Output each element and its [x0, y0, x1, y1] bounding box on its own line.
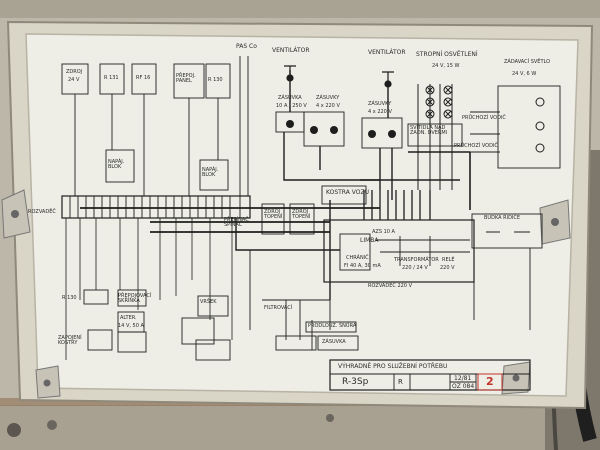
label-ventilator-2: VENTILÁTOR: [368, 49, 406, 56]
screw-icon: [7, 414, 334, 437]
label-zasuvka: ZÁSUVKA: [278, 95, 302, 101]
label-azs: AZS 10 A: [372, 229, 395, 235]
label-zadavaci: ZÁDAVACÍ SVĚTLO: [504, 59, 551, 65]
label-vrsek: VRŠEK: [200, 299, 217, 305]
label-prepinac: PŘEPÍNAČ SPÍNAČ: [224, 217, 249, 228]
label-napaj-blok-1: NAPÁJ. BLOK: [108, 159, 125, 170]
label-rozvadec-220: ROZVADĚČ 220 V: [368, 283, 412, 289]
label-filtrovaci: FILTROVACÍ: [264, 305, 293, 311]
label-budka: BUDKA ŘIDIČE: [484, 215, 521, 221]
label-transformator-spec: 220 / 24 V: [402, 265, 428, 271]
circuit-lines: [61, 56, 561, 391]
label-rele-spec: 220 V: [440, 265, 455, 271]
label-transformator: TRANSFORMÁTOR: [394, 257, 439, 263]
label-prodlouzovaci: PRODLOUŽ. ŠŇŮRA: [308, 323, 357, 329]
label-zasuvky-1-spec: 4 x 220 V: [316, 103, 340, 109]
label-limba: LIMBA: [360, 237, 379, 244]
label-zadavaci-spec: 24 V, 6 W: [512, 71, 537, 77]
label-zasuvky-2-spec: 4 x 220 V: [368, 109, 392, 115]
stamp-box: [477, 373, 503, 391]
label-rele: RELÉ: [442, 257, 455, 263]
label-r131: R 131: [104, 75, 119, 81]
label-alter: ALTER.: [120, 315, 137, 321]
label-zasuvky-2: ZÁSUVKY: [368, 101, 392, 107]
label-stropni: STROPNÍ OSVĚTLENÍ: [416, 51, 478, 58]
label-r130: R 130: [208, 77, 223, 83]
screw-icon: [539, 199, 571, 245]
plate-note: VÝHRADNĚ PRO SLUŽEBNÍ POTŘEBU: [338, 363, 448, 370]
label-zasuvky-1: ZÁSUVKY: [316, 95, 340, 101]
label-napaj-blok-2: NAPÁJ. BLOK: [202, 167, 219, 178]
screw-icon: [1, 189, 31, 239]
label-prepoj-panel: PŘEPOJ. PANEL: [176, 73, 196, 84]
plate-number: 2: [486, 375, 494, 388]
label-chranic: CHRÁNIČ: [346, 255, 369, 261]
label-zasuvka-2: ZÁSUVKA: [322, 339, 346, 345]
plate-date: 12/81: [454, 375, 472, 382]
label-zdroj-topeni-1: ZDROJ TOPENÍ: [264, 209, 283, 220]
bottom-edge: [0, 405, 600, 450]
plate-class: R: [398, 378, 403, 386]
top-edge: [0, 0, 600, 18]
plate-code: OZ 084: [452, 383, 475, 390]
label-svitidla: SVÍTIDLA NAD ZADN. DVEŘMI: [410, 125, 448, 136]
label-rozvadec: ROZVADĚČ: [28, 209, 56, 215]
label-pruchozi-1: PRŮCHOZÍ VODIČ: [462, 115, 506, 121]
label-ventilator-1: VENTILÁTOR: [272, 47, 310, 54]
label-prepojovaci: PŘEPOJOVACÍ SKŘÍŇKA: [118, 293, 152, 304]
label-zapojeni-kostra: ZAPOJENÍ KOSTRY: [58, 335, 82, 346]
label-zdroj-topeni-2: ZDROJ TOPENÍ: [292, 209, 311, 220]
label-kostra: KOSTRA VOZU: [326, 189, 369, 196]
label-rf16: RF 16: [136, 75, 151, 81]
socket-icon: [286, 120, 396, 138]
label-chranic-spec: FI 40 A, 30 mA: [344, 263, 381, 269]
label-zdroj: ZDROJ: [66, 69, 83, 75]
plate-model: R-3Sp: [342, 377, 369, 387]
fan-icon: [284, 65, 394, 88]
screw-icon: [35, 365, 61, 399]
label-alter-spec: 14 V, 50 A: [118, 323, 144, 329]
lamp-icon: [425, 85, 545, 153]
label-r130-kostra: R 130: [62, 295, 77, 301]
screw-icon: [501, 361, 531, 395]
label-pas: PAS Co: [236, 43, 257, 50]
label-zdroj-spec: 24 V: [68, 77, 80, 83]
label-pruchozi-2: PRŮCHOZÍ VODIČ: [454, 143, 498, 149]
label-zasuvka-spec: 10 A / 250 V: [276, 103, 307, 109]
label-stropni-spec: 24 V, 15 W: [432, 63, 460, 69]
